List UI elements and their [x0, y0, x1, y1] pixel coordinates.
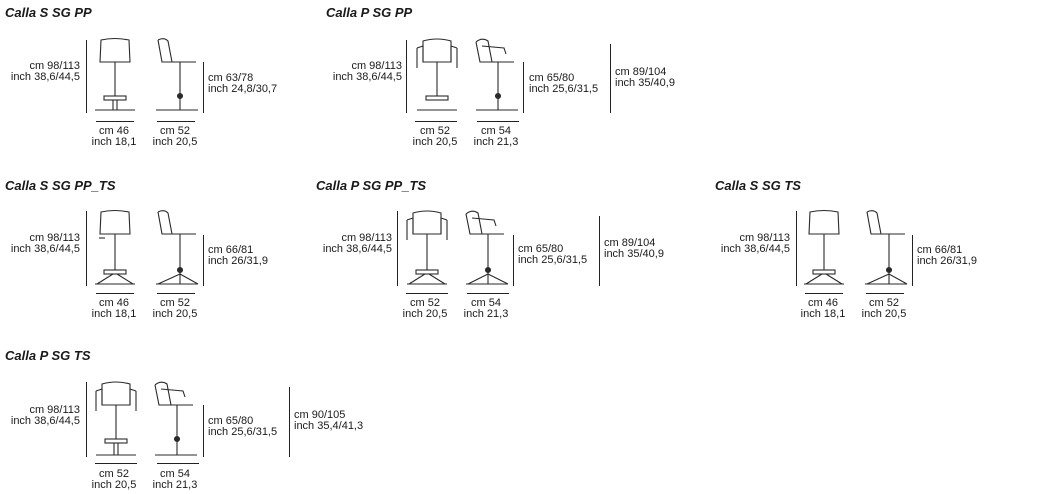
seat-height-inch-label: inch 26/31,9 [208, 255, 268, 267]
width-dimension-line [95, 463, 137, 464]
width-dimension-line [805, 293, 843, 294]
armrest-height-inch-label: inch 35/40,9 [615, 77, 675, 89]
side-dimension-line [912, 235, 913, 286]
armrest-height-cm-label: cm 89/104 [604, 237, 656, 249]
height-cm-label: cm 98/113 [29, 232, 80, 244]
height-dimension-line [796, 211, 797, 286]
width-inch-label: inch 18,1 [91, 136, 137, 148]
product-title: Calla P SG TS [5, 348, 91, 363]
height-cm-label: cm 98/113 [29, 404, 80, 416]
armrest-dimension-line [289, 387, 290, 457]
side-view-stool-icon [865, 210, 908, 285]
depth-inch-label: inch 20,5 [152, 136, 198, 148]
armrest-height-inch-label: inch 35,4/41,3 [294, 420, 364, 432]
height-inch-label: inch 38,6/44,5 [10, 243, 80, 255]
depth-dimension-line [477, 121, 519, 122]
width-inch-label: inch 20,5 [412, 136, 458, 148]
width-inch-label: inch 20,5 [402, 308, 448, 320]
depth-dimension-line [866, 293, 904, 294]
armrest-dimension-line [610, 44, 611, 113]
depth-cm-label: cm 52 [160, 297, 190, 309]
height-cm-label: cm 98/113 [351, 60, 402, 72]
depth-cm-label: cm 52 [160, 125, 190, 137]
side-dimension-line [523, 62, 524, 113]
depth-dimension-line [157, 293, 195, 294]
width-cm-label: cm 52 [410, 297, 440, 309]
depth-dimension-line [157, 463, 199, 464]
product-title: Calla S SG PP_TS [5, 178, 116, 193]
height-dimension-line [397, 211, 398, 286]
front-view-stool-icon [95, 37, 135, 111]
product-title: Calla P SG PP_TS [316, 178, 427, 193]
depth-cm-label: cm 52 [869, 297, 899, 309]
height-cm-label: cm 98/113 [341, 232, 392, 244]
width-dimension-line [96, 121, 134, 122]
depth-cm-label: cm 54 [481, 125, 511, 137]
depth-cm-label: cm 54 [160, 468, 190, 480]
front-view-armchair-stool-icon [406, 210, 448, 285]
side-view-armchair-stool-icon [465, 210, 509, 285]
side-view-armchair-stool-icon [154, 381, 197, 456]
depth-inch-label: inch 20,5 [152, 308, 198, 320]
width-cm-label: cm 46 [99, 297, 129, 309]
depth-inch-label: inch 21,3 [473, 136, 519, 148]
width-dimension-line [415, 121, 457, 122]
product-title: Calla S SG PP [5, 5, 92, 20]
seat-height-cm-label: cm 66/81 [917, 244, 963, 256]
seat-height-inch-label: inch 25,6/31,5 [208, 426, 278, 438]
side-dimension-line [203, 62, 204, 113]
seat-height-inch-label: inch 25,6/31,5 [529, 83, 599, 95]
depth-dimension-line [467, 293, 509, 294]
side-dimension-line [203, 405, 204, 457]
width-inch-label: inch 20,5 [91, 479, 137, 491]
seat-height-cm-label: cm 66/81 [208, 244, 254, 256]
armrest-dimension-line [599, 216, 600, 286]
depth-cm-label: cm 54 [471, 297, 501, 309]
width-cm-label: cm 52 [99, 468, 129, 480]
width-inch-label: inch 18,1 [91, 308, 137, 320]
height-dimension-line [86, 40, 87, 113]
armrest-height-cm-label: cm 89/104 [615, 66, 667, 78]
product-title: Calla P SG PP [326, 5, 413, 20]
height-inch-label: inch 38,6/44,5 [332, 71, 402, 83]
seat-height-cm-label: cm 63/78 [208, 72, 254, 84]
side-dimension-line [513, 235, 514, 286]
height-inch-label: inch 38,6/44,5 [720, 243, 790, 255]
width-dimension-line [406, 293, 448, 294]
seat-height-cm-label: cm 65/80 [208, 415, 254, 427]
seat-height-inch-label: inch 25,6/31,5 [518, 254, 588, 266]
armrest-height-inch-label: inch 35/40,9 [604, 248, 664, 260]
depth-dimension-line [157, 121, 195, 122]
armrest-height-cm-label: cm 90/105 [294, 409, 346, 421]
height-cm-label: cm 98/113 [739, 232, 790, 244]
height-dimension-line [406, 40, 407, 113]
side-view-stool-icon [156, 38, 198, 111]
width-cm-label: cm 52 [420, 125, 450, 137]
width-cm-label: cm 46 [808, 297, 838, 309]
width-cm-label: cm 46 [99, 125, 129, 137]
depth-inch-label: inch 20,5 [861, 308, 907, 320]
width-dimension-line [96, 293, 134, 294]
product-title: Calla S SG TS [715, 178, 801, 193]
side-view-stool-icon [156, 210, 199, 285]
side-view-armchair-stool-icon [475, 38, 518, 111]
front-view-stool-icon [95, 209, 135, 285]
front-view-armchair-stool-icon [416, 38, 458, 111]
height-dimension-line [86, 211, 87, 286]
depth-inch-label: inch 21,3 [463, 308, 509, 320]
depth-inch-label: inch 21,3 [152, 479, 198, 491]
width-inch-label: inch 18,1 [800, 308, 846, 320]
side-dimension-line [203, 235, 204, 286]
height-dimension-line [86, 382, 87, 457]
front-view-armchair-stool-icon [95, 381, 137, 456]
height-inch-label: inch 38,6/44,5 [10, 71, 80, 83]
seat-height-inch-label: inch 24,8/30,7 [208, 83, 278, 95]
seat-height-cm-label: cm 65/80 [529, 72, 575, 84]
seat-height-cm-label: cm 65/80 [518, 243, 564, 255]
height-inch-label: inch 38,6/44,5 [322, 243, 392, 255]
front-view-stool-icon [804, 209, 844, 285]
height-cm-label: cm 98/113 [29, 60, 80, 72]
height-inch-label: inch 38,6/44,5 [10, 415, 80, 427]
seat-height-inch-label: inch 26/31,9 [917, 255, 977, 267]
